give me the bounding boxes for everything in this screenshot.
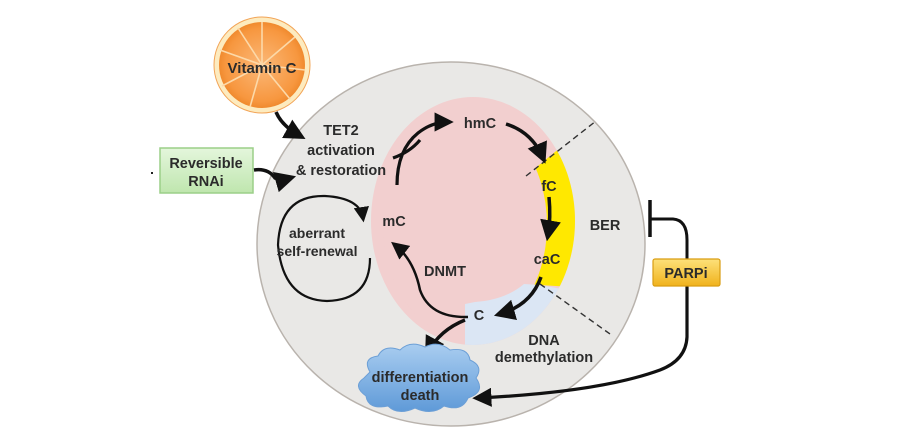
ber-label: BER [590, 218, 621, 234]
dashed-separator-lower [539, 283, 611, 335]
aberrant-label-line1: aberrant [289, 225, 345, 241]
tet2-label-line2: activation [307, 143, 375, 159]
aberrant-label-line2: self-renewal [277, 243, 358, 259]
vitamin-c-arrow [274, 111, 306, 140]
fc-to-cac-arrow [540, 196, 561, 242]
outcome-label-line2: death [401, 388, 440, 404]
tet2-label-line3: & restoration [296, 163, 386, 179]
hmc-to-fc-arrow [505, 122, 547, 164]
outcome-label-line1: differentiation [372, 370, 469, 386]
dnmt-label: DNMT [424, 264, 466, 280]
parpi-inhibition-line [650, 217, 689, 262]
dna-demethylation-label-line2: demethylation [495, 350, 593, 366]
reversible-rnai-label-line2: RNAi [188, 174, 223, 190]
dnmt-arrow [391, 241, 469, 319]
tet2-label-line1: TET2 [323, 123, 358, 139]
reversible-rnai-label-line1: Reversible [169, 156, 242, 172]
vitamin-c-label: Vitamin C [228, 60, 297, 77]
self-renewal-loop-arrow [276, 194, 372, 303]
mc-to-hmc-arrow [395, 112, 454, 186]
dashed-separator-upper [525, 120, 597, 177]
node-hmc: hmC [464, 116, 497, 132]
reversible-rnai-box: Reversible RNAi [159, 147, 254, 194]
rnai-arrow [253, 167, 297, 193]
node-c: C [474, 308, 485, 324]
parpi-box: PARPi [652, 258, 721, 287]
parpi-label: PARPi [664, 266, 707, 282]
dna-demethylation-label-line1: DNA [528, 333, 560, 349]
stray-dot [151, 172, 153, 174]
node-cac: caC [534, 252, 561, 268]
differentiation-death-cloud: differentiation death [358, 343, 481, 412]
node-fc: fC [541, 179, 557, 195]
nucleus-inner [383, 113, 547, 337]
vitamin-c-orange: Vitamin C [213, 16, 311, 114]
tet2-join-arrow [392, 138, 422, 160]
cac-to-c-arrow [493, 276, 543, 320]
orange-segment-lines [219, 22, 306, 108]
methylation-cycle-region [371, 97, 611, 345]
node-mc: mC [382, 214, 406, 230]
parpi-to-death-arrow [472, 285, 689, 407]
